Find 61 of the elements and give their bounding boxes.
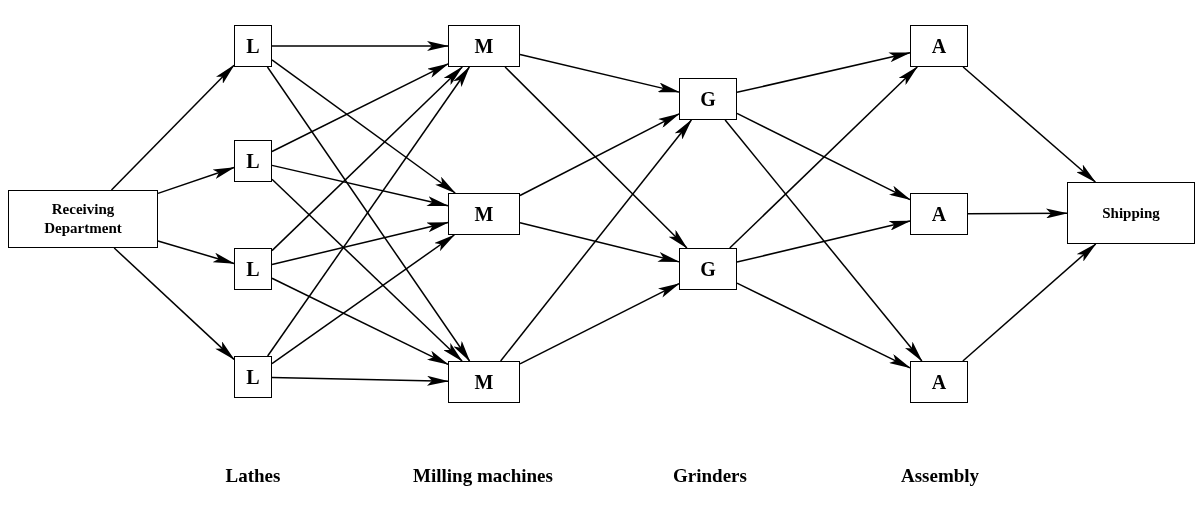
arrow (519, 113, 680, 197)
arrow (736, 220, 911, 263)
arrow (519, 282, 680, 365)
box-label: Shipping (1101, 203, 1161, 223)
process-box (234, 25, 272, 67)
column-label: Milling machines (413, 464, 553, 488)
process-box (234, 140, 272, 182)
arrow (962, 66, 1097, 183)
arrow (519, 53, 680, 93)
box-label: M (474, 202, 494, 227)
process-box (910, 25, 968, 67)
arrow (729, 66, 918, 249)
arrow (110, 64, 235, 191)
box-label: M (474, 370, 494, 395)
process-box (448, 193, 520, 235)
box-label: L (246, 257, 260, 282)
arrow (271, 66, 463, 252)
arrow (499, 119, 693, 362)
arrow (271, 59, 456, 194)
arrow (271, 375, 449, 386)
column-label: Assembly (900, 464, 980, 488)
arrow (113, 247, 235, 361)
arrow (271, 41, 449, 51)
arrow (271, 164, 449, 207)
arrow (724, 119, 923, 362)
box-label: A (931, 202, 947, 227)
box-label: G (700, 257, 716, 282)
arrow (271, 221, 449, 266)
box-label: A (931, 34, 947, 59)
process-box (910, 193, 968, 235)
arrow (736, 112, 911, 201)
box-label: L (246, 365, 260, 390)
process-box (448, 361, 520, 403)
arrow (271, 277, 449, 366)
arrow (271, 63, 449, 153)
process-box (1067, 182, 1195, 244)
box-label: L (246, 149, 260, 174)
arrow (519, 222, 680, 263)
arrow (271, 234, 456, 365)
column-label: Lathes (225, 464, 281, 488)
process-box (910, 361, 968, 403)
arrow (271, 178, 463, 362)
column-label: Grinders (673, 464, 747, 488)
arrow (157, 166, 235, 195)
process-box (448, 25, 520, 67)
box-label: L (246, 34, 260, 59)
box-label: M (474, 34, 494, 59)
process-box (234, 248, 272, 290)
process-box (679, 78, 737, 120)
arrow (736, 51, 911, 94)
box-label: A (931, 370, 947, 395)
box-label: Receiving Department (43, 200, 123, 238)
process-box (8, 190, 158, 248)
arrow (504, 66, 688, 249)
arrow (736, 282, 911, 369)
arrow (967, 208, 1068, 219)
arrow (962, 243, 1097, 362)
process-box (679, 248, 737, 290)
arrow (157, 240, 235, 265)
process-box (234, 356, 272, 398)
box-label: G (700, 87, 716, 112)
